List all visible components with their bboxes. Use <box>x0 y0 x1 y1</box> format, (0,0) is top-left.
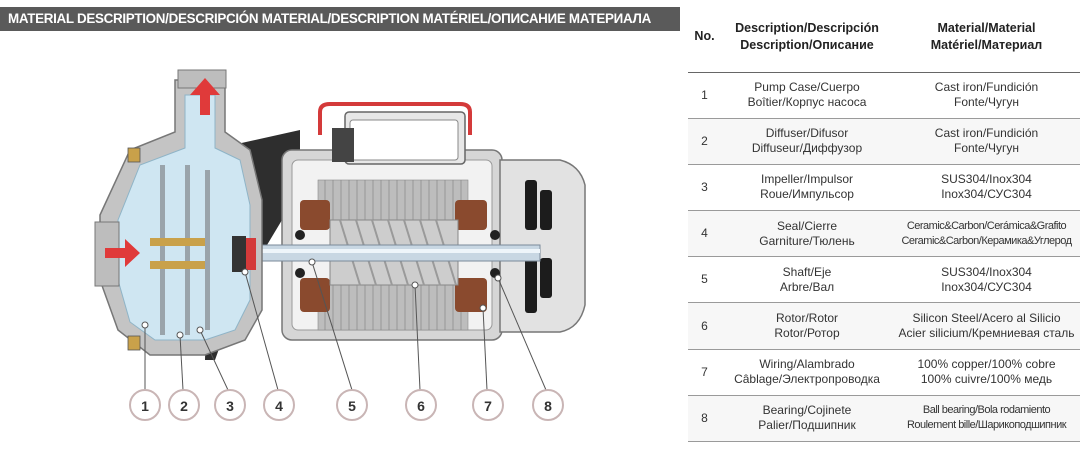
callout-circles <box>129 389 564 421</box>
callout-1: 1 <box>141 398 149 414</box>
callout-markers <box>141 258 502 339</box>
bearings <box>295 230 500 278</box>
table-header-row: No. Description/Descripción Description/… <box>688 2 1080 73</box>
header-material: Material/Material Matériel/Материал <box>893 2 1080 73</box>
row-no: 6 <box>688 302 721 350</box>
impeller-plates <box>160 165 210 335</box>
callout-5: 5 <box>348 398 356 414</box>
pump-cutaway-diagram: 1 2 3 4 5 6 7 8 <box>94 69 586 421</box>
callout-2: 2 <box>180 398 188 414</box>
row-no: 1 <box>688 72 721 119</box>
callout-leaders <box>144 261 547 391</box>
callout-7: 7 <box>484 398 492 414</box>
header-description: Description/Descripción Description/Опис… <box>721 2 893 73</box>
row-no: 3 <box>688 164 721 212</box>
callout-3: 3 <box>226 398 234 414</box>
copper-windings <box>300 200 487 312</box>
outlet-flow-arrow <box>190 78 220 115</box>
callout-6: 6 <box>417 398 425 414</box>
capacitor <box>349 119 459 161</box>
fan-blades <box>525 180 552 313</box>
bolts <box>127 147 141 351</box>
mechanical-seal <box>232 236 256 272</box>
callout-4: 4 <box>275 398 283 414</box>
callout-8: 8 <box>544 398 552 414</box>
water-chamber <box>117 94 251 341</box>
capacitor-handle <box>318 102 472 135</box>
fan-cover <box>499 159 586 333</box>
header-no: No. <box>688 2 721 73</box>
row-no: 8 <box>688 395 721 443</box>
row-no: 2 <box>688 118 721 165</box>
capacitor-cap <box>332 128 354 162</box>
inlet-flow-arrow <box>105 239 140 267</box>
stator <box>317 179 469 331</box>
section-header: MATERIAL DESCRIPTION/DESCRIPCIÓN MATERIA… <box>0 7 680 31</box>
row-no: 5 <box>688 256 721 304</box>
row-no: 7 <box>688 349 721 396</box>
impeller-hubs <box>150 238 205 269</box>
material-table: No. Description/Descripción Description/… <box>688 2 1080 443</box>
row-no: 4 <box>688 210 721 258</box>
